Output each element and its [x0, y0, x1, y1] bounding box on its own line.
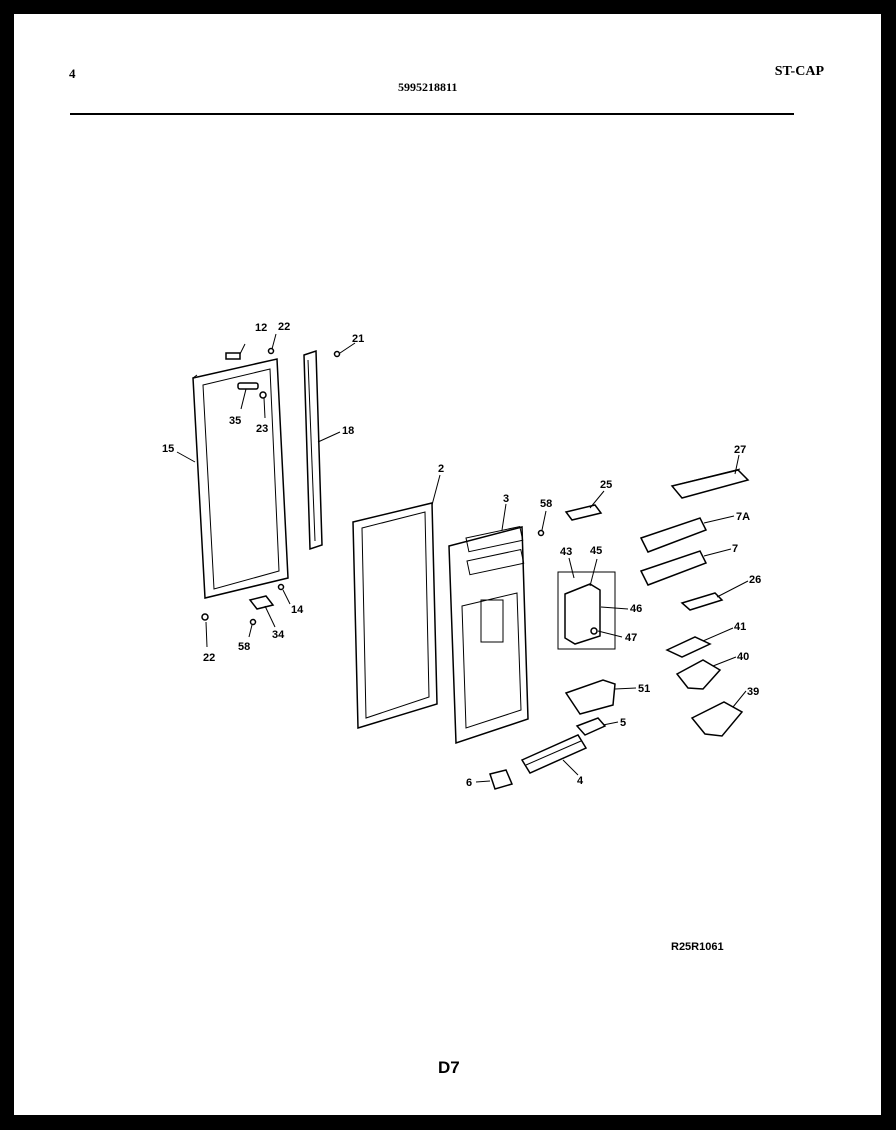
label-7: 7	[732, 543, 738, 555]
door-gasket	[352, 502, 438, 730]
label-15: 15	[162, 443, 174, 455]
tray-39	[690, 701, 744, 737]
label-22-bottom: 22	[203, 652, 215, 664]
label-14: 14	[291, 604, 304, 616]
label-22-top: 22	[278, 321, 290, 333]
door-bin-7a	[639, 517, 708, 553]
shelf-clip-26	[680, 592, 724, 611]
screw-top	[267, 347, 275, 355]
tray-41	[665, 636, 712, 658]
label-21: 21	[352, 333, 364, 345]
label-18: 18	[342, 425, 354, 437]
dairy-shelf	[670, 468, 750, 499]
label-47: 47	[625, 632, 637, 644]
label-51: 51	[638, 683, 650, 695]
dispenser-group-box	[557, 571, 616, 650]
section-code: ST-CAP	[774, 64, 824, 79]
parts-sheet	[14, 14, 881, 1115]
label-34: 34	[272, 629, 285, 641]
chute-51	[564, 679, 616, 715]
label-40: 40	[737, 651, 749, 663]
page-code: D7	[438, 1058, 460, 1077]
lower-hinge	[248, 595, 275, 610]
actuator-bar	[520, 734, 588, 774]
label-7a: 7A	[736, 511, 750, 523]
label-23: 23	[256, 423, 268, 435]
screw-23	[259, 391, 267, 399]
label-35: 35	[229, 415, 241, 427]
door-bin-7	[639, 550, 708, 586]
label-27: 27	[734, 444, 746, 456]
trim-clip	[225, 352, 241, 360]
label-26: 26	[749, 574, 761, 586]
label-43: 43	[560, 546, 572, 558]
screw-21	[333, 350, 341, 358]
label-12: 12	[255, 322, 267, 334]
label-25: 25	[600, 479, 612, 491]
label-4: 4	[577, 775, 584, 787]
label-41: 41	[734, 621, 746, 633]
drawing-reference-code: R25R1061	[671, 941, 724, 953]
label-2: 2	[438, 463, 444, 475]
tray-40	[675, 659, 722, 690]
header-rule	[70, 113, 794, 115]
inner-door-liner	[448, 525, 529, 745]
clip-58-top	[537, 529, 545, 537]
label-39: 39	[747, 686, 759, 698]
outer-door-panel	[192, 358, 289, 599]
model-number: 5995218811	[398, 80, 458, 94]
label-45: 45	[590, 545, 602, 557]
screw-14	[277, 583, 285, 591]
label-6: 6	[466, 777, 472, 789]
door-handle	[303, 349, 323, 551]
shelf-clip-25	[564, 504, 603, 521]
label-3: 3	[503, 493, 509, 505]
pad-6	[489, 769, 514, 790]
label-58-bottom: 58	[238, 641, 250, 653]
hinge-cover	[237, 382, 259, 390]
bracket-5	[575, 717, 607, 736]
screw-22-bottom	[201, 613, 209, 621]
screw-58-bottom	[249, 618, 257, 626]
leader-lines	[176, 333, 749, 783]
label-58-top: 58	[540, 498, 552, 510]
page-number: 4	[69, 66, 76, 81]
label-46: 46	[630, 603, 642, 615]
label-5: 5	[620, 717, 626, 729]
